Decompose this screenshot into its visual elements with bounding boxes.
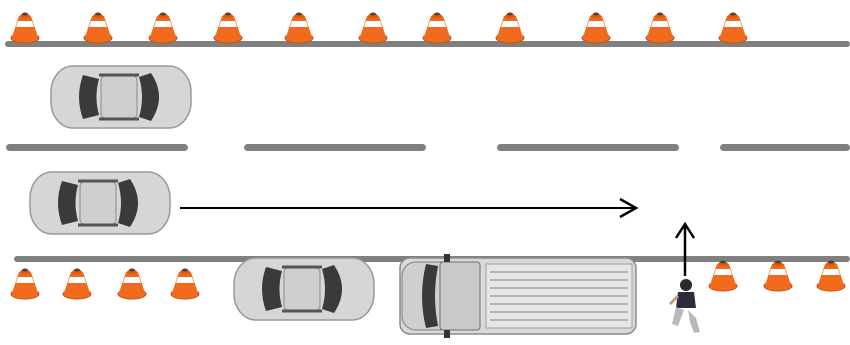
traffic-cone-icon (764, 261, 792, 292)
lane-dash (6, 144, 188, 151)
traffic-cone-icon (709, 261, 737, 292)
lane-dash (497, 144, 679, 151)
traffic-cone-icon (582, 13, 610, 44)
traffic-cone-icon (171, 269, 199, 300)
arrow-icon (180, 199, 636, 217)
car-top-view-icon (234, 258, 374, 320)
traffic-cone-icon (646, 13, 674, 44)
traffic-cone-icon (496, 13, 524, 44)
traffic-cone-icon (214, 13, 242, 44)
traffic-cone-icon (817, 261, 845, 292)
car-top-view-icon (30, 172, 170, 234)
traffic-cone-icon (285, 13, 313, 44)
pickup-truck-top-view-icon (400, 254, 636, 338)
pedestrian-icon (670, 279, 700, 333)
lane-dash (244, 144, 426, 151)
traffic-cone-icon (63, 269, 91, 300)
arrow-icon (676, 224, 694, 276)
traffic-cone-icon (11, 269, 39, 300)
traffic-cone-icon (11, 13, 39, 44)
traffic-cone-icon (359, 13, 387, 44)
traffic-cone-icon (149, 13, 177, 44)
car-top-view-icon (51, 66, 191, 128)
traffic-cone-icon (118, 269, 146, 300)
traffic-cone-icon (719, 13, 747, 44)
lane-dash (720, 144, 850, 151)
traffic-cone-icon (423, 13, 451, 44)
traffic-cone-icon (84, 13, 112, 44)
